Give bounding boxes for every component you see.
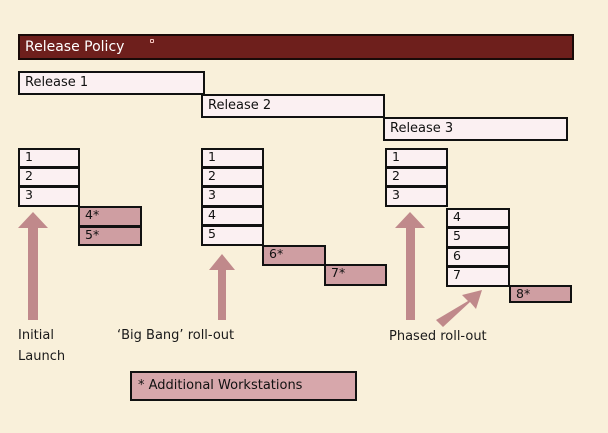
additional-workstation-box: 5* <box>78 226 142 246</box>
release-1-bar: Release 1 <box>18 71 205 95</box>
additional-workstation-box: 8* <box>509 285 572 303</box>
workstation-box: 1 <box>18 148 80 168</box>
page-title: Release Policy <box>25 39 125 55</box>
additional-workstation-box: 7* <box>324 264 387 286</box>
title-bar: Release Policy <box>18 34 574 60</box>
legend-box: * Additional Workstations <box>130 371 357 401</box>
workstation-box: 7 <box>446 266 510 287</box>
release-3-bar: Release 3 <box>383 117 568 141</box>
legend-text: * Additional Workstations <box>138 378 303 393</box>
up-arrow-icon <box>18 212 48 320</box>
workstation-box: 3 <box>18 186 80 207</box>
workstation-box: 5 <box>201 225 264 246</box>
phased-rollout-label: Phased roll-out <box>389 329 487 344</box>
initial-launch-label-line2: Launch <box>18 349 66 364</box>
up-arrow-icon <box>395 212 425 320</box>
additional-workstation-box: 6* <box>262 245 326 266</box>
workstation-box: 3 <box>385 186 448 207</box>
up-arrow-icon <box>209 254 235 320</box>
diagonal-arrow-icon <box>436 290 482 327</box>
release-2-bar: Release 2 <box>201 94 385 118</box>
initial-launch-label-line1: Initial <box>18 328 54 343</box>
big-bang-label: ‘Big Bang’ roll-out <box>117 328 235 343</box>
title-dot-decoration <box>150 39 154 43</box>
